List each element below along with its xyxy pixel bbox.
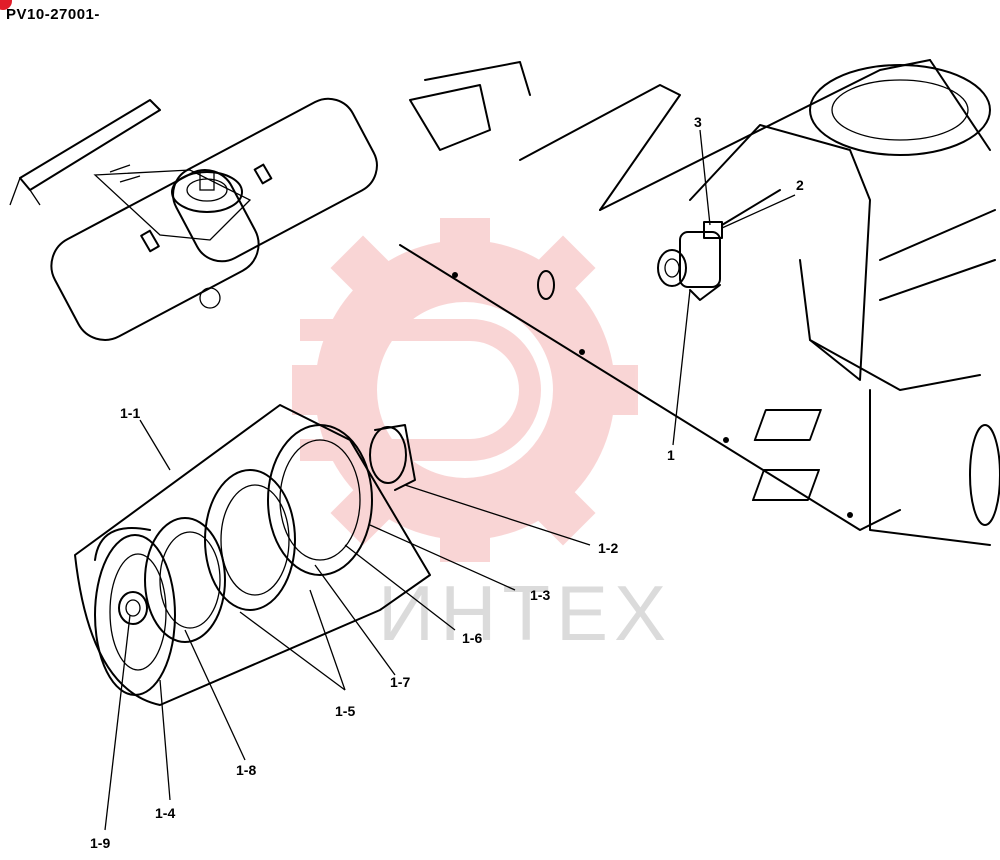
status-badge-icon bbox=[0, 0, 12, 10]
callout-1-7: 1-7 bbox=[390, 674, 410, 690]
callout-1-9: 1-9 bbox=[90, 835, 110, 851]
callout-1-4: 1-4 bbox=[155, 805, 175, 821]
callout-1-1: 1-1 bbox=[120, 405, 140, 421]
callout-3: 3 bbox=[694, 114, 702, 130]
callout-1: 1 bbox=[667, 447, 675, 463]
document-code: PV10-27001- bbox=[6, 6, 100, 23]
watermark-text: ИНТЕХ bbox=[378, 569, 672, 657]
callout-1-8: 1-8 bbox=[236, 762, 256, 778]
carrier-roller-mounted bbox=[657, 189, 781, 301]
watermark-gear-logo-icon bbox=[292, 218, 638, 562]
callout-1-5: 1-5 bbox=[335, 703, 355, 719]
callout-1-2: 1-2 bbox=[598, 540, 618, 556]
callout-labels: 1 2 3 1-1 1-2 1-3 1-4 1-5 1-6 1-7 1-8 1-… bbox=[90, 114, 804, 851]
carrier-roller-exploded bbox=[74, 404, 431, 706]
leader-lines bbox=[104, 129, 796, 831]
callout-1-6: 1-6 bbox=[462, 630, 482, 646]
track-frame bbox=[399, 59, 1000, 546]
callout-2: 2 bbox=[796, 177, 804, 193]
callout-1-3: 1-3 bbox=[530, 587, 550, 603]
undercarriage-overview bbox=[9, 97, 378, 341]
